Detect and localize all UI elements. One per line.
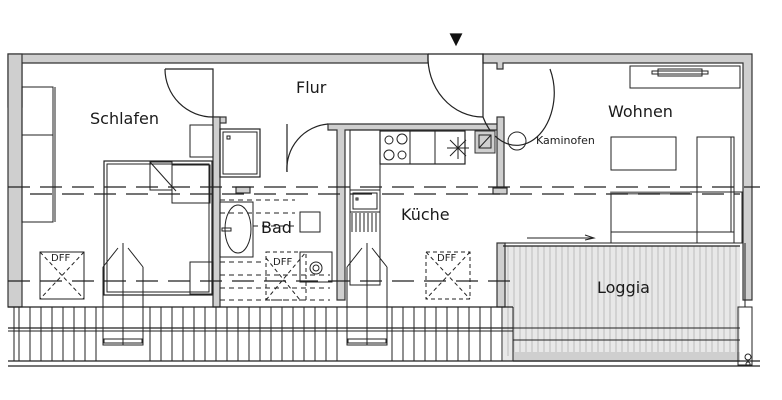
room-label-kueche: Küche xyxy=(401,205,450,224)
bathtub xyxy=(219,201,254,258)
entrance-arrow-icon: ▼ xyxy=(445,26,467,51)
sideboard xyxy=(629,65,741,89)
section-lines xyxy=(8,186,760,282)
kaminofen-label: Kaminofen xyxy=(536,134,595,147)
outer-walls xyxy=(7,53,753,308)
skylight-label-bad: DFF xyxy=(273,257,293,268)
ventilation-icon xyxy=(447,137,469,159)
kaminofen-icon xyxy=(507,131,527,151)
wardrobe xyxy=(21,86,56,223)
stove-icon xyxy=(383,133,408,161)
window-projections xyxy=(102,243,388,346)
bathroom-sink xyxy=(299,211,321,233)
chimney-icon xyxy=(474,130,496,154)
bathroom-tiles xyxy=(220,199,330,301)
room-label-schlafen: Schlafen xyxy=(90,109,159,128)
washing-machine xyxy=(299,251,333,283)
kitchen-sink xyxy=(349,189,381,232)
room-label-wohnen: Wohnen xyxy=(608,102,673,121)
coffee-table xyxy=(610,136,677,171)
room-label-flur: Flur xyxy=(296,78,327,97)
bed xyxy=(103,160,213,296)
loggia-floor xyxy=(503,246,740,361)
skylight-kueche xyxy=(425,251,471,300)
room-label-loggia: Loggia xyxy=(597,278,650,297)
skylight-label-schlafen: DFF xyxy=(51,253,71,264)
interior-walls xyxy=(212,116,508,308)
shower xyxy=(219,128,261,178)
skylight-label-kueche: DFF xyxy=(437,253,457,264)
roof-rafters xyxy=(8,306,760,367)
nightstand xyxy=(189,124,214,295)
skylight-bad xyxy=(265,251,307,301)
skylight-schlafen xyxy=(39,251,85,300)
room-label-bad: Bad xyxy=(261,218,292,237)
